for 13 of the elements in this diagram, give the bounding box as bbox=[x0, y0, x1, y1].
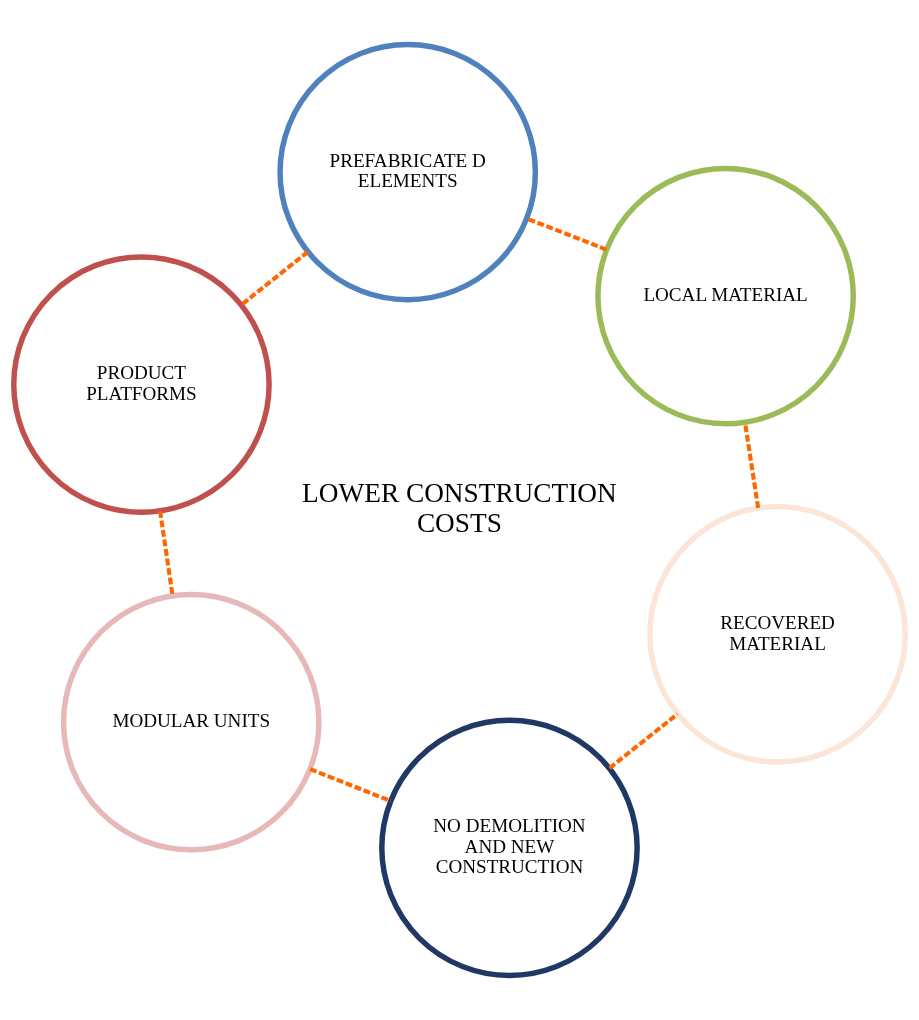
connector bbox=[158, 510, 175, 596]
label: LOWER CONSTRUCTION COSTS bbox=[302, 477, 617, 538]
connector bbox=[608, 712, 679, 770]
node-circle: NO DEMOLITION AND NEW CONSTRUCTION bbox=[379, 717, 640, 979]
node-circle: PRODUCT PLATFORMS bbox=[11, 254, 272, 515]
connector bbox=[526, 216, 608, 252]
connector bbox=[742, 422, 761, 509]
node-circle: PREFABRICATE D ELEMENTS bbox=[277, 41, 539, 303]
connector bbox=[240, 250, 310, 307]
node-circle: RECOVERED MATERIAL bbox=[647, 503, 908, 765]
node-circle: MODULAR UNITS bbox=[60, 591, 322, 853]
connector bbox=[309, 767, 392, 803]
node-circle: LOCAL MATERIAL bbox=[595, 165, 856, 427]
